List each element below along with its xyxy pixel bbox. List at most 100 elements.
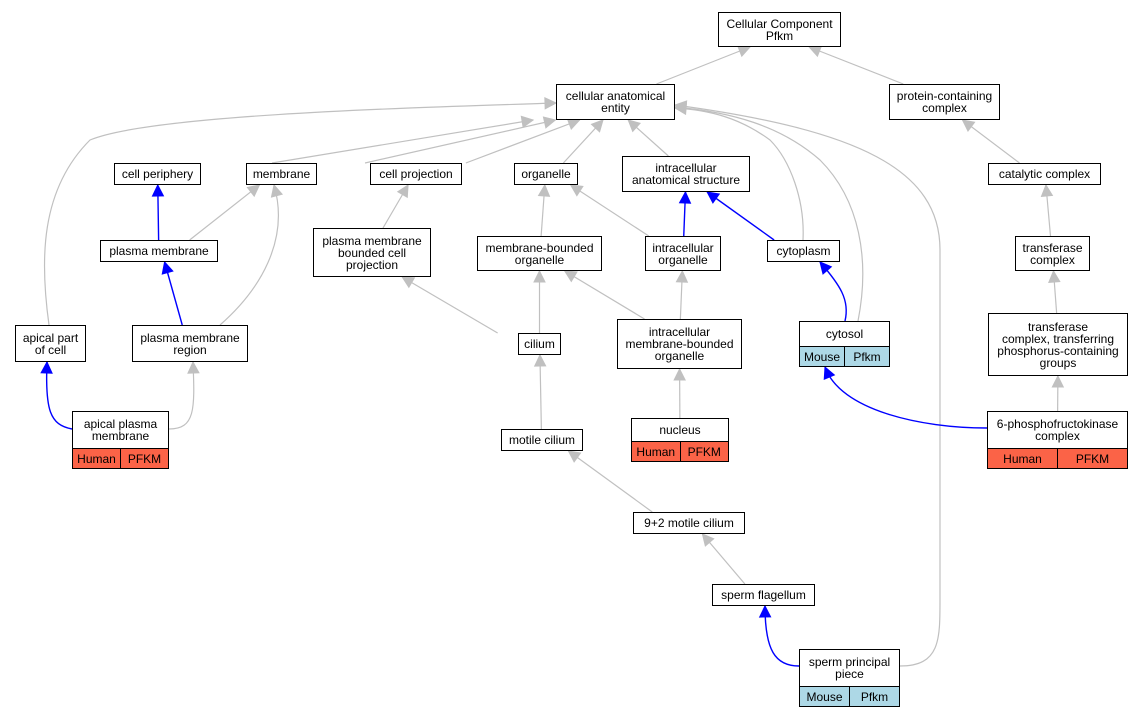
annotation-row: Human PFKM	[632, 441, 728, 461]
gene-tag: PFKM	[120, 449, 168, 468]
edge-cyto-to-ias	[706, 191, 775, 241]
arrowhead-io-to-organelle	[569, 184, 584, 197]
node-label: membrane-bounded organelle	[485, 240, 594, 267]
species-tag: Mouse	[806, 689, 843, 704]
node-label: sperm flagellum	[721, 588, 806, 602]
node-cell-projection[interactable]: cell projection	[370, 163, 462, 185]
node-plasma-membrane[interactable]: plasma membrane	[100, 240, 218, 262]
node-label: plasma membrane	[109, 244, 209, 258]
node-cell-periphery[interactable]: cell periphery	[114, 163, 201, 185]
arrowhead-spp-to-sflag	[758, 604, 772, 618]
arrowhead-organelle-to-cae	[590, 119, 604, 133]
arrowhead-transcx-to-catcx	[1040, 183, 1054, 198]
node-transferase-complex[interactable]: transferase complex	[1015, 236, 1090, 271]
edge-apc-to-cae	[43, 102, 557, 326]
node-label: cellular anatomical entity	[565, 89, 666, 115]
node-intracellular-organelle[interactable]: intracellular organelle	[645, 236, 721, 271]
node-label: nucleus	[659, 423, 701, 437]
edge-cellproj-to-cae	[465, 119, 580, 164]
arrowhead-pm-to-cellper	[151, 183, 165, 197]
species-tag: Mouse	[803, 349, 841, 364]
node-nucleus[interactable]: nucleus Human PFKM	[631, 418, 729, 462]
edge-spp-to-cae	[674, 104, 941, 667]
node-cellular-component-pfkm[interactable]: Cellular Component Pfkm	[718, 12, 841, 47]
arrowhead-pm-to-membrane	[246, 184, 261, 198]
node-label: plasma membrane region	[140, 330, 240, 357]
arrowhead-io-to-ias	[678, 190, 692, 204]
node-sperm-flagellum[interactable]: sperm flagellum	[712, 584, 815, 606]
edge-cyto-to-cae	[674, 107, 804, 241]
arrowhead-apc-to-cae	[544, 97, 558, 110]
node-motile-cilium[interactable]: motile cilium	[501, 429, 583, 451]
node-9-2-motile-cilium[interactable]: 9+2 motile cilium	[633, 512, 745, 534]
node-apical-plasma-membrane[interactable]: apical plasma membrane Human PFKM	[72, 411, 169, 469]
arrowhead-motcil-to-cilium	[533, 353, 547, 367]
arrowhead-sflag-to-c92	[701, 533, 715, 547]
arrowhead-cae-to-root	[736, 45, 752, 58]
node-label: cell periphery	[121, 167, 194, 181]
arrowhead-pmr-to-pm	[161, 260, 174, 275]
gene-tag: Pfkm	[849, 687, 899, 706]
edge-cellper-to-cae	[271, 119, 534, 164]
edge-c92-to-motcil	[568, 450, 653, 513]
annotation-row: Mouse Pfkm	[800, 686, 899, 706]
arrowhead-imbo-to-mbo	[563, 270, 578, 283]
node-label: motile cilium	[508, 433, 575, 447]
edge-membrane-to-cae	[364, 119, 556, 164]
node-label: transferase complex, transferring phosph…	[997, 319, 1119, 370]
node-label: Cellular Component Pfkm	[726, 16, 833, 43]
edge-catcx-to-pcc	[962, 119, 1020, 164]
arrowhead-cilium-to-pmbcp	[401, 276, 416, 289]
arrowhead-apm-to-apc	[40, 360, 53, 374]
edge-io-to-organelle	[570, 184, 650, 237]
annotation-row: Mouse Pfkm	[800, 346, 889, 366]
edge-apm-to-apc	[45, 361, 73, 430]
arrowhead-cilium-to-mbo	[533, 269, 546, 283]
edge-cilium-to-pmbcp	[401, 276, 498, 334]
node-sperm-principal-piece[interactable]: sperm principal piece Mouse Pfkm	[799, 649, 900, 707]
node-label: cell projection	[379, 167, 453, 181]
node-6-phosphofructokinase-complex[interactable]: 6-phosphofructokinase complex Human PFKM	[987, 411, 1128, 469]
node-label: protein-containing complex	[896, 89, 993, 115]
node-cilium[interactable]: cilium	[518, 333, 561, 355]
edge-cae-to-root	[656, 46, 751, 85]
node-label: apical plasma membrane	[83, 417, 158, 443]
annotation-row: Human PFKM	[73, 448, 168, 468]
node-transferase-complex-phosphorus[interactable]: transferase complex, transferring phosph…	[988, 313, 1128, 376]
node-catalytic-complex[interactable]: catalytic complex	[988, 163, 1101, 185]
gene-tag: PFKM	[1057, 449, 1127, 468]
node-label: transferase complex	[1022, 240, 1083, 267]
gene-tag: Pfkm	[844, 347, 889, 366]
species-tag: Human	[1003, 451, 1042, 466]
node-label: organelle	[521, 167, 571, 181]
arrowhead-spp-to-cae	[673, 100, 688, 113]
arrowhead-catcx-to-pcc	[961, 119, 976, 132]
arrowhead-pmbcp-to-cellproj	[396, 184, 409, 199]
node-protein-containing-complex[interactable]: protein-containing complex	[889, 84, 1000, 120]
edge-motcil-to-cilium	[539, 354, 542, 430]
node-intracellular-anatomical-structure[interactable]: intracellular anatomical structure	[622, 156, 750, 192]
arrowhead-cytosol-to-cyto	[819, 261, 833, 275]
arrowhead-cellper-to-cae	[520, 115, 535, 129]
node-label: sperm principal piece	[808, 655, 891, 681]
node-membrane[interactable]: membrane	[246, 163, 317, 185]
arrowhead-c92-to-motcil	[567, 450, 582, 463]
edge-apm-to-pmr	[168, 361, 195, 430]
edge-pm-to-membrane	[189, 184, 260, 241]
node-membrane-bounded-organelle[interactable]: membrane-bounded organelle	[477, 236, 602, 271]
edge-pfk-to-cytosol	[824, 366, 988, 429]
node-intracellular-membrane-bounded-organelle[interactable]: intracellular membrane-bounded organelle	[617, 319, 742, 369]
edge-imbo-to-mbo	[564, 270, 645, 320]
node-plasma-membrane-region[interactable]: plasma membrane region	[132, 325, 248, 362]
arrowhead-membrane-to-cae	[542, 116, 557, 129]
node-plasma-membrane-bounded-cell-projection[interactable]: plasma membrane bounded cell projection	[313, 228, 431, 277]
node-apical-part-of-cell[interactable]: apical part of cell	[15, 325, 86, 362]
node-label: catalytic complex	[998, 167, 1091, 181]
annotation-row: Human PFKM	[988, 448, 1127, 468]
node-organelle[interactable]: organelle	[514, 163, 578, 185]
node-label: 9+2 motile cilium	[644, 516, 734, 530]
arrowhead-mbo-to-organelle	[537, 183, 551, 197]
node-cellular-anatomical-entity[interactable]: cellular anatomical entity	[556, 84, 675, 120]
node-cytoplasm[interactable]: cytoplasm	[767, 240, 840, 262]
node-cytosol[interactable]: cytosol Mouse Pfkm	[799, 321, 890, 367]
